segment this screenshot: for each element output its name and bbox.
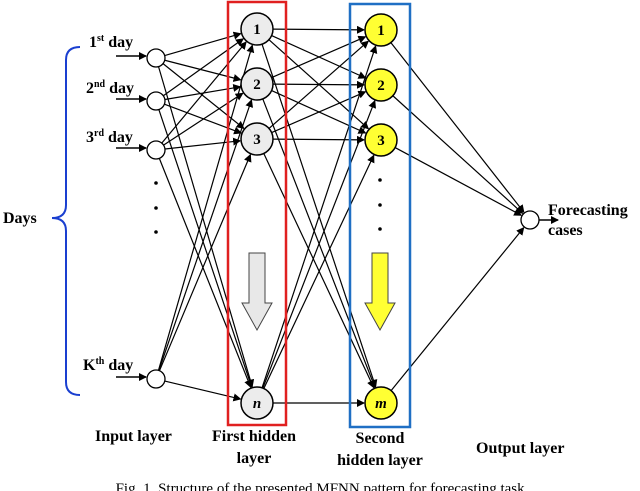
edge-input3-h1_1 (158, 99, 254, 371)
first-hidden-label-line2: layer (237, 450, 272, 467)
days-label: Days (3, 210, 37, 227)
input-layer-label: Input layer (95, 428, 172, 445)
hidden1-label-n: n (253, 396, 261, 412)
edge-input2-h1_1 (163, 92, 244, 146)
edge-h1_3-h2_1 (262, 99, 377, 389)
days-brace (51, 46, 81, 396)
hidden2-node-3 (364, 123, 398, 157)
hidden1-label-2: 2 (253, 77, 261, 93)
first-hidden-label-line1: First hidden (212, 428, 296, 445)
second-hidden-ellipsis (378, 178, 382, 231)
edge-input1-h1_0 (162, 38, 244, 97)
hidden2-node-m (364, 386, 398, 420)
day1-label: 1st day (89, 33, 133, 51)
hidden2-node-2 (364, 68, 398, 102)
first-hidden-down-arrow (241, 252, 273, 332)
connections (157, 25, 525, 407)
first-hidden-layer-box (226, 0, 288, 427)
edge-input3-h1_0 (157, 44, 255, 371)
hidden2-label-m: m (375, 396, 387, 412)
edge-h2_1-output (392, 95, 524, 214)
input-node-dayk (146, 369, 166, 389)
edge-input2-h1_0 (161, 41, 247, 144)
edge-input0-h1_2 (162, 63, 245, 129)
edge-h1_3-h2_0 (261, 45, 378, 389)
hidden1-node-2 (240, 67, 274, 101)
edge-input2-h1_3 (158, 158, 252, 389)
hidden1-node-3 (240, 122, 274, 156)
hidden2-node-1 (364, 13, 398, 47)
first-hidden-layer-nodes (240, 12, 274, 420)
hidden1-node-n (240, 386, 274, 420)
edge-h2_0-output (390, 42, 525, 213)
edge-input0-h1_3 (157, 66, 255, 388)
input-node-day1 (146, 48, 166, 68)
figure-caption: Fig. 1. Structure of the presented MFNN … (116, 481, 529, 491)
second-hidden-label-line1: Second (356, 430, 405, 447)
input-layer-nodes (146, 48, 166, 389)
edge-input3-h1_2 (158, 153, 252, 371)
input-node-day2 (146, 91, 166, 111)
output-layer-label: Output layer (476, 440, 564, 457)
edge-h1_3-h2_2 (263, 154, 375, 389)
hidden2-label-3: 3 (377, 133, 385, 149)
hidden1-label-3: 3 (253, 132, 261, 148)
second-hidden-layer-nodes (364, 13, 398, 420)
edge-h2_3-output (390, 226, 525, 391)
day3-label: 3rd day (86, 128, 133, 146)
day2-label: 2nd day (86, 79, 134, 97)
edge-input1-h1_2 (164, 103, 243, 135)
second-hidden-layer-box (348, 2, 412, 429)
second-hidden-down-arrow (364, 252, 396, 332)
forecasting-label-line1: Forecasting (548, 202, 628, 219)
dayk-label: Kth day (83, 356, 133, 374)
edge-input1-h1_3 (158, 109, 254, 388)
forecasting-label-line2: cases (548, 222, 583, 239)
output-node (520, 210, 540, 230)
hidden2-label-1: 1 (377, 23, 385, 39)
input-ellipsis (154, 181, 158, 234)
second-hidden-label-line2: hidden layer (337, 452, 423, 469)
hidden1-node-1 (240, 12, 274, 46)
edge-input0-h1_0 (164, 31, 242, 57)
input-node-day3 (146, 140, 166, 160)
edge-h2_2-output (394, 147, 523, 216)
hidden2-label-2: 2 (377, 78, 385, 94)
hidden1-label-1: 1 (253, 22, 261, 38)
